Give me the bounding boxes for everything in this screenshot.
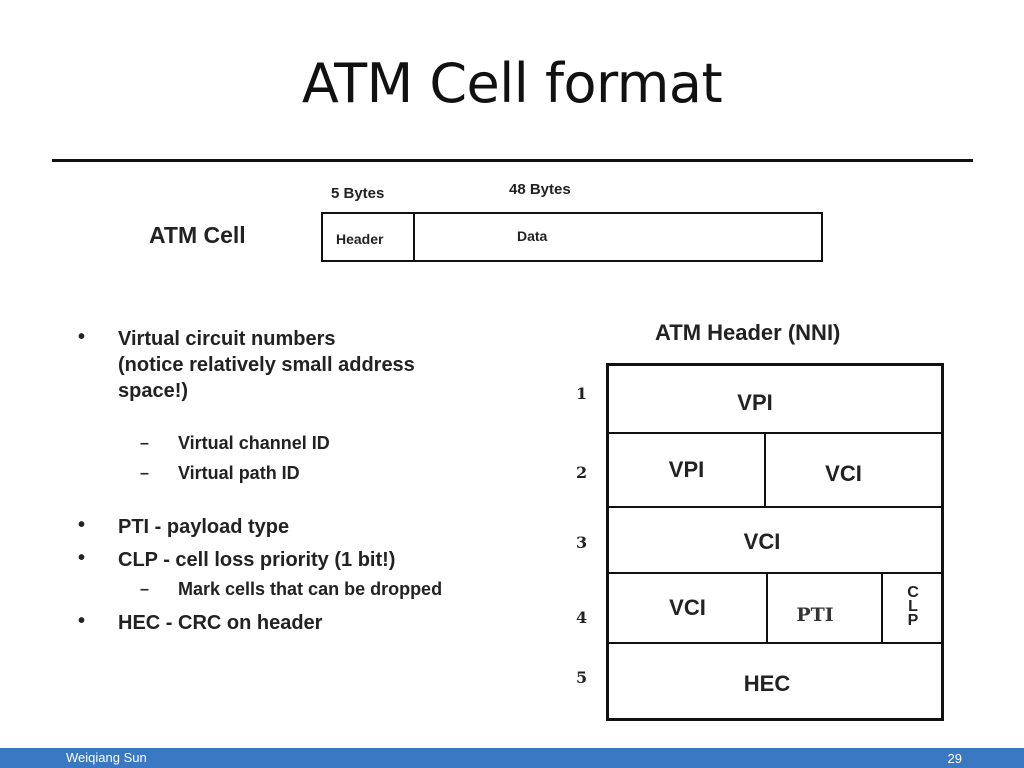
atm-header-title: ATM Header (NNI) bbox=[655, 320, 841, 345]
header-bytes-label: 5 Bytes bbox=[331, 185, 385, 202]
bullet-marker: • bbox=[78, 514, 86, 536]
row-divider bbox=[609, 506, 941, 508]
bullet-item: CLP - cell loss priority (1 bit!) bbox=[118, 549, 396, 571]
field-vpi: VPI bbox=[668, 457, 705, 482]
atm-header-diagram: VPI VPI VCI VCI VCI PTI C L P HEC bbox=[606, 363, 944, 721]
bullet-item: HEC - CRC on header bbox=[118, 612, 323, 634]
column-divider bbox=[881, 572, 883, 642]
field-vci: VCI bbox=[669, 595, 706, 620]
atm-cell-diagram: Header Data bbox=[321, 212, 823, 262]
page-number: 29 bbox=[947, 751, 962, 766]
bullet-marker: • bbox=[78, 610, 86, 632]
row-divider bbox=[609, 432, 941, 434]
bullet-marker: • bbox=[78, 547, 86, 569]
bullet-item-continuation: space!) bbox=[118, 380, 189, 402]
row-divider bbox=[609, 642, 941, 644]
bullet-item: Virtual circuit numbers bbox=[118, 328, 336, 350]
footer-author: Weiqiang Sun bbox=[66, 750, 147, 765]
cell-header-field: Header bbox=[336, 231, 384, 247]
field-hec: HEC bbox=[743, 671, 791, 696]
row-divider bbox=[609, 572, 941, 574]
data-bytes-label: 48 Bytes bbox=[509, 181, 571, 198]
sub-bullet-item: Virtual path ID bbox=[178, 463, 300, 483]
atm-cell-label: ATM Cell bbox=[149, 222, 246, 248]
column-divider bbox=[766, 572, 768, 642]
footer-bar: Weiqiang Sun 29 bbox=[0, 748, 1024, 768]
clp-letter: C bbox=[907, 584, 919, 601]
row-number: 4 bbox=[576, 608, 588, 627]
cell-divider bbox=[413, 214, 415, 260]
bullet-item: PTI - payload type bbox=[118, 516, 290, 538]
row-number: 3 bbox=[576, 533, 588, 552]
slide-title: ATM Cell format bbox=[301, 52, 723, 115]
row-number: 1 bbox=[576, 384, 588, 403]
sub-bullet-marker: – bbox=[140, 435, 149, 452]
field-vci: VCI bbox=[743, 529, 781, 554]
clp-letter: P bbox=[907, 612, 919, 629]
row-number: 2 bbox=[576, 463, 588, 482]
sub-bullet-marker: – bbox=[140, 465, 149, 482]
row-number: 5 bbox=[576, 668, 588, 687]
field-pti: PTI bbox=[796, 604, 834, 626]
field-vci: VCI bbox=[825, 461, 862, 486]
title-divider bbox=[52, 159, 973, 162]
field-vpi: VPI bbox=[737, 390, 773, 415]
column-divider bbox=[764, 432, 766, 506]
sub-bullet-marker: – bbox=[140, 581, 149, 598]
sub-bullet-item: Mark cells that can be dropped bbox=[178, 579, 443, 599]
cell-data-field: Data bbox=[517, 228, 548, 244]
sub-bullet-item: Virtual channel ID bbox=[178, 433, 330, 453]
clp-letter: L bbox=[908, 598, 918, 615]
field-clp: C L P bbox=[901, 584, 925, 629]
bullet-marker: • bbox=[78, 326, 86, 348]
bullet-item-continuation: (notice relatively small address bbox=[118, 354, 415, 376]
